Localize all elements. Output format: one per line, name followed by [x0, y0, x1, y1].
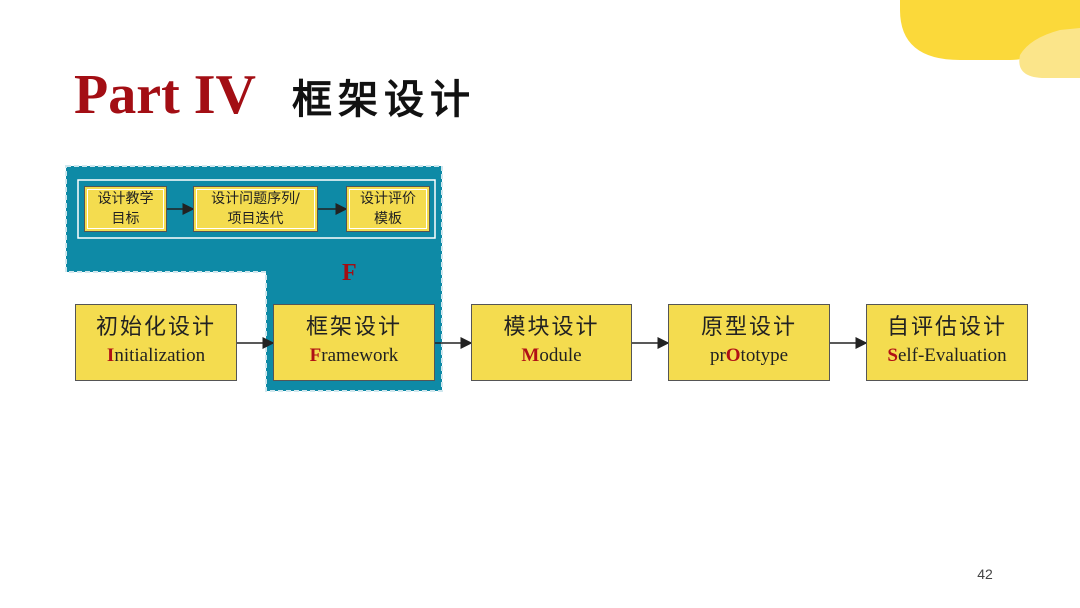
step-line-2: 模板	[374, 211, 402, 227]
framework-step-teaching-goals: 设计教学 目标	[84, 186, 167, 232]
step-line-1: 设计教学	[97, 191, 154, 207]
framework-step-question-sequence: 设计问题序列/ 项目迭代	[193, 186, 318, 232]
stage-cn-label: 原型设计	[700, 315, 797, 340]
stage-en-label: Initialization	[106, 345, 206, 366]
step-line-1: 设计问题序列/	[211, 191, 300, 207]
framework-step-evaluation-template: 设计评价 模板	[346, 186, 430, 232]
stage-initialization: 初始化设计 Initialization	[75, 304, 237, 381]
stage-en-label: Self-Evaluation	[887, 345, 1007, 366]
stage-cn-label: 框架设计	[305, 315, 402, 340]
stage-cn-label: 模块设计	[503, 315, 600, 340]
stage-prototype: 原型设计 prOtotype	[668, 304, 830, 381]
step-line-1: 设计评价	[360, 191, 416, 207]
stage-en-label: Module	[521, 345, 582, 366]
stage-en-label: prOtotype	[709, 345, 789, 366]
stage-module: 模块设计 Module	[471, 304, 632, 381]
page-number: 42	[977, 566, 993, 582]
stage-cn-label: 自评估设计	[886, 315, 1007, 340]
framework-letter: F	[342, 260, 357, 286]
title-part: Part IV	[74, 64, 256, 126]
step-line-2: 目标	[111, 211, 140, 227]
stage-cn-label: 初始化设计	[95, 315, 216, 340]
step-line-2: 项目迭代	[227, 211, 284, 227]
stage-framework: 框架设计 Framework	[273, 304, 435, 381]
title-subtitle: 框架设计	[292, 77, 476, 123]
stage-self-evaluation: 自评估设计 Self-Evaluation	[866, 304, 1028, 381]
stage-en-label: Framework	[309, 345, 399, 366]
